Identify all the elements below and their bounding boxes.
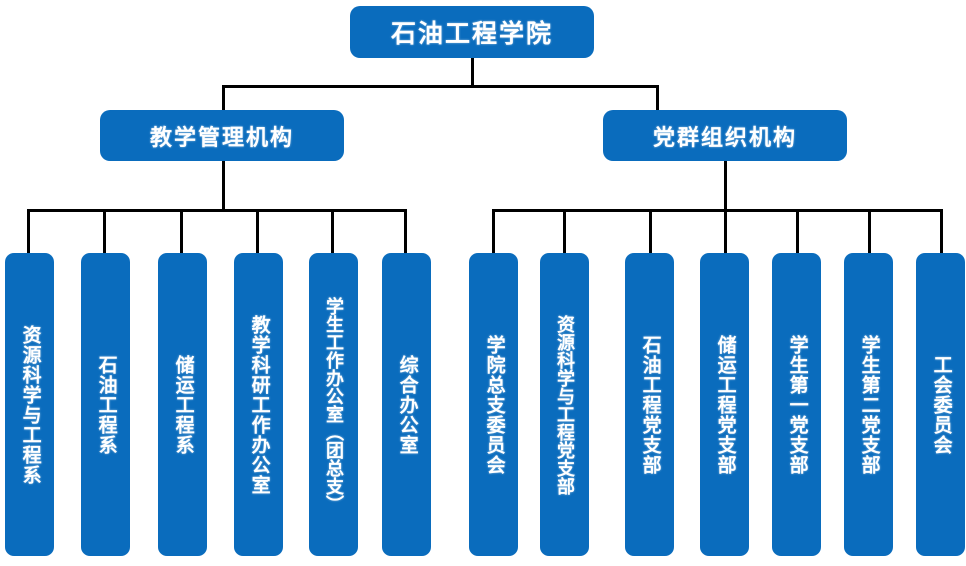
connector-teaching-drop-2	[103, 209, 106, 254]
connector-teaching-bus	[27, 209, 406, 212]
connector-teaching-drop-4	[256, 209, 259, 254]
node-leaf-party-2[interactable]: 资源科学与工程党支部	[540, 253, 589, 556]
node-leaf-party-4[interactable]: 储运工程党支部	[700, 253, 749, 556]
connector-level2-bus	[222, 85, 659, 88]
connector-root-stem	[471, 57, 474, 86]
node-root[interactable]: 石油工程学院	[350, 6, 594, 58]
node-leaf-party-6[interactable]: 学生第二党支部	[844, 253, 893, 556]
connector-party-drop-5	[796, 209, 799, 254]
connector-teaching-stem	[222, 160, 225, 211]
connector-party-drop-2	[563, 209, 566, 254]
node-leaf-party-5[interactable]: 学生第一党支部	[772, 253, 821, 556]
node-leaf-party-3[interactable]: 石油工程党支部	[625, 253, 674, 556]
connector-party-bus	[492, 209, 942, 212]
connector-party-drop-7	[940, 209, 943, 254]
node-leaf-teaching-6[interactable]: 综合办公室	[382, 253, 431, 556]
connector-party-drop-1	[492, 209, 495, 254]
node-leaf-party-7[interactable]: 工会委员会	[916, 253, 965, 556]
node-leaf-teaching-2[interactable]: 石油工程系	[81, 253, 130, 556]
node-leaf-teaching-4[interactable]: 教学科研工作办公室	[234, 253, 283, 556]
node-leaf-teaching-1[interactable]: 资源科学与工程系	[5, 253, 54, 556]
connector-party-drop-6	[868, 209, 871, 254]
connector-party-drop-4	[724, 209, 727, 254]
node-leaf-teaching-3[interactable]: 储运工程系	[158, 253, 207, 556]
connector-teaching-drop-6	[404, 209, 407, 254]
node-leaf-teaching-5[interactable]: 学生工作办公室（团总支）	[309, 253, 358, 556]
connector-level2-drop-party	[656, 85, 659, 111]
connector-party-drop-3	[649, 209, 652, 254]
connector-level2-drop-teaching	[222, 85, 225, 111]
node-leaf-party-1[interactable]: 学院总支委员会	[469, 253, 518, 556]
node-branch-party[interactable]: 党群组织机构	[603, 110, 847, 161]
connector-teaching-drop-1	[27, 209, 30, 254]
node-branch-teaching[interactable]: 教学管理机构	[100, 110, 344, 161]
connector-teaching-drop-5	[331, 209, 334, 254]
connector-teaching-drop-3	[180, 209, 183, 254]
connector-party-stem	[724, 160, 727, 211]
